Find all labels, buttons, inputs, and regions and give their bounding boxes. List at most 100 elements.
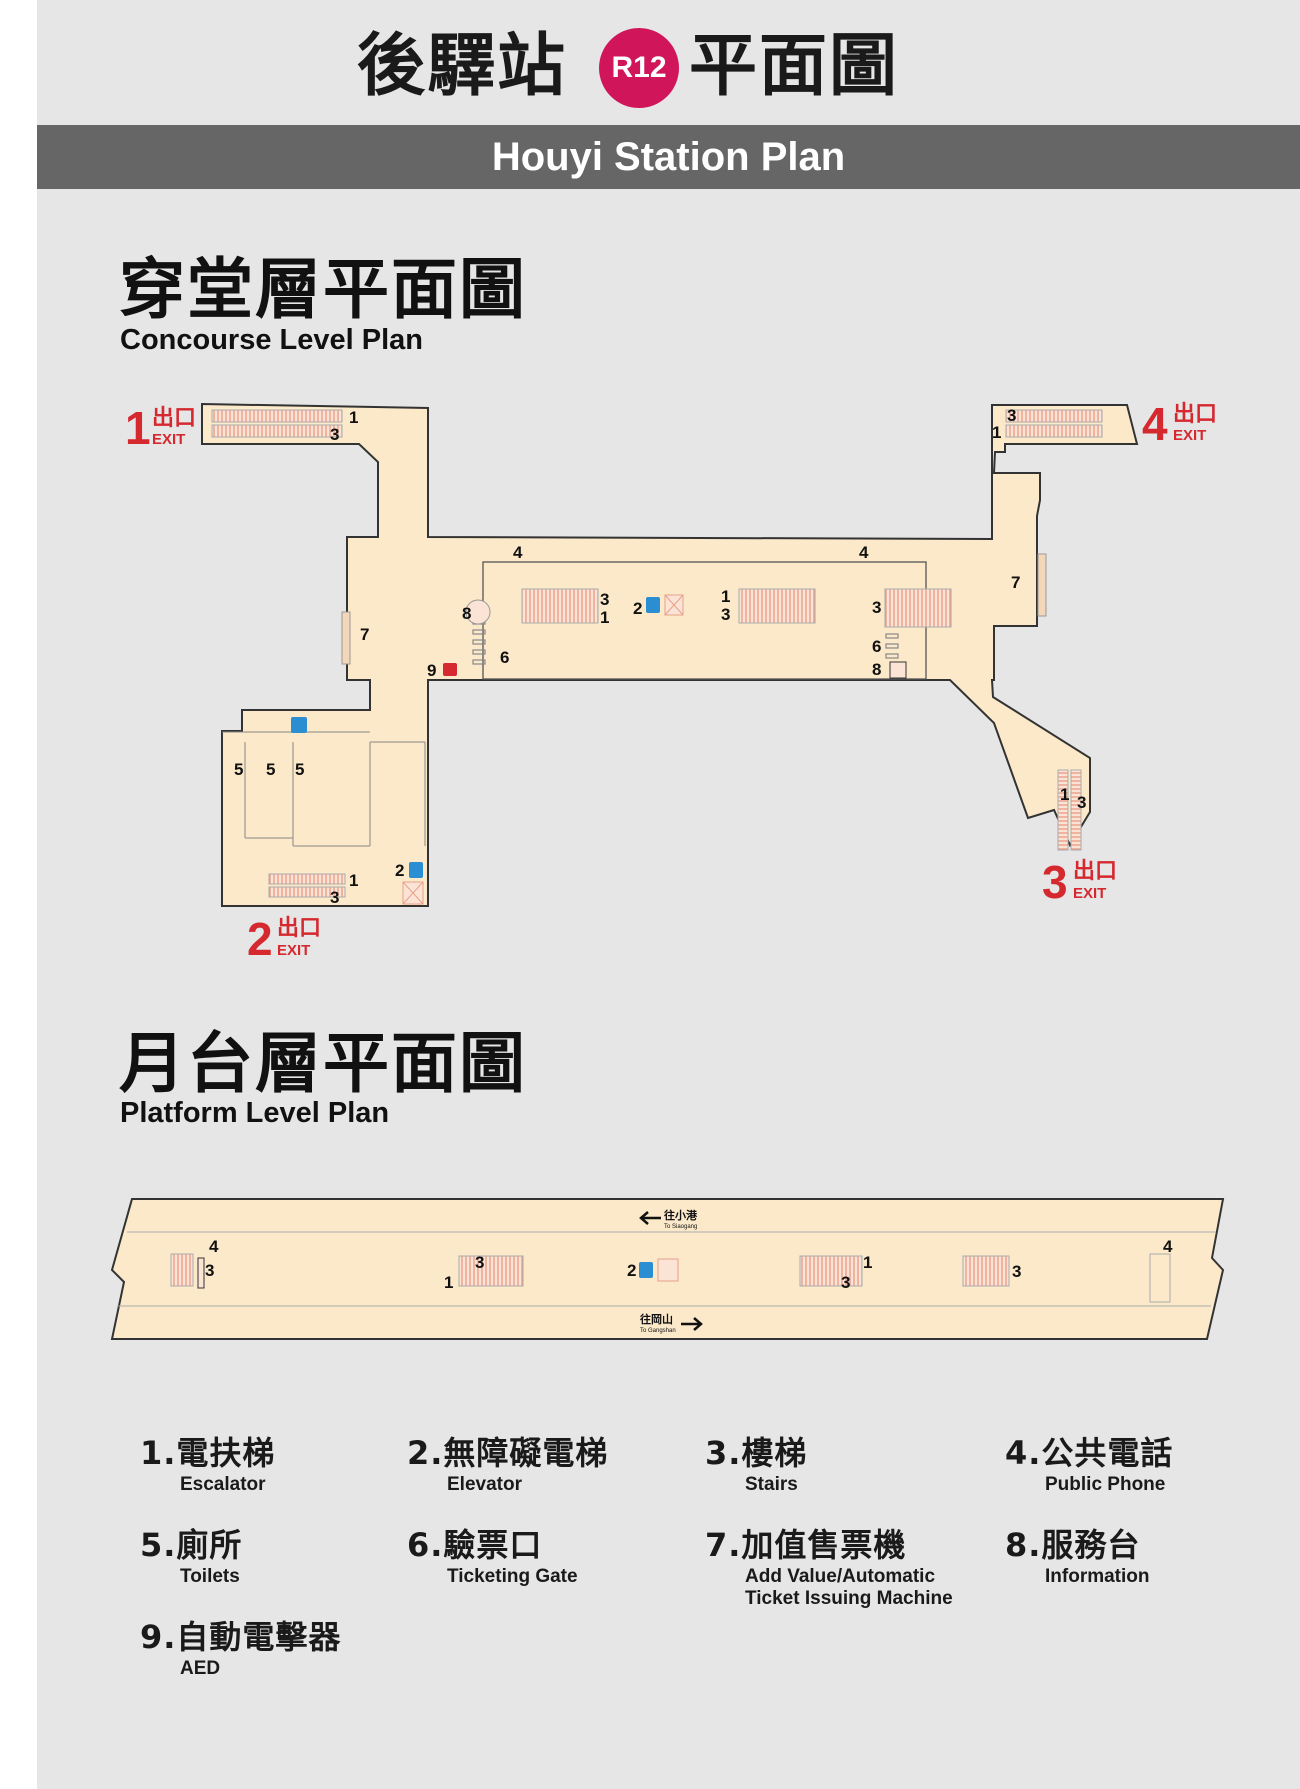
info-desk-right-icon (889, 661, 907, 679)
platform-title-en: Platform Level Plan (120, 1097, 390, 1129)
concourse-floor (201, 402, 1139, 907)
direction-upper-cn: 往小港 (664, 1208, 698, 1222)
exit3-number: 3 (1042, 856, 1068, 908)
legend-item-escalator: 1.電扶梯 Escalator (140, 1434, 276, 1495)
legend-item-ticketing-gate: 6.驗票口 Ticketing Gate (407, 1526, 578, 1587)
concourse-stairs-right (884, 588, 952, 628)
direction-upper: 往小港 To Siaogang (639, 1208, 698, 1230)
svg-text:7: 7 (1011, 573, 1020, 592)
exit4-escalator (1005, 424, 1103, 438)
station-name-cn: 後驛站 (357, 27, 568, 106)
svg-text:4: 4 (513, 543, 523, 562)
svg-text:2: 2 (627, 1261, 636, 1280)
svg-text:4: 4 (1163, 1237, 1173, 1256)
platform-phone-left (197, 1257, 205, 1289)
legend-item-ticket-machine: 7.加值售票機 Add Value/Automatic Ticket Issui… (705, 1526, 953, 1609)
svg-text:1: 1 (349, 871, 358, 890)
direction-upper-en: To Siaogang (664, 1224, 697, 1230)
station-code-badge: R12 (599, 28, 679, 108)
svg-text:1: 1 (1060, 785, 1069, 804)
exit2-label-en: EXIT (277, 942, 310, 959)
svg-text:9: 9 (427, 661, 436, 680)
svg-text:1: 1 (721, 587, 730, 606)
exit3-stairs (1070, 769, 1082, 851)
concourse-outline (201, 402, 1139, 907)
direction-lower-cn: 往岡山 (640, 1312, 673, 1326)
exit4-label-en: EXIT (1173, 427, 1206, 444)
exit1-escalator (211, 409, 343, 423)
legend-item-elevator: 2.無障礙電梯 Elevator (407, 1434, 609, 1495)
exit2-escalator (268, 873, 346, 885)
svg-text:1: 1 (444, 1273, 453, 1292)
legend-item-public-phone: 4.公共電話 Public Phone (1005, 1434, 1174, 1495)
svg-text:3: 3 (205, 1261, 214, 1280)
svg-text:8: 8 (872, 660, 881, 679)
concourse-title-en: Concourse Level Plan (120, 324, 423, 356)
svg-text:2: 2 (633, 599, 642, 618)
svg-text:8: 8 (462, 604, 471, 623)
svg-text:1: 1 (349, 408, 358, 427)
svg-text:7: 7 (360, 625, 369, 644)
platform-facility-numbers: 43 13 2 13 3 4 (205, 1237, 1173, 1292)
svg-text:3: 3 (1012, 1262, 1021, 1281)
svg-text:1: 1 (863, 1253, 872, 1272)
concourse-stairs-left (521, 588, 599, 624)
exit1-label-en: EXIT (152, 431, 185, 448)
legend-item-aed: 9.自動電擊器 AED (140, 1618, 342, 1679)
exit3-label-en: EXIT (1073, 885, 1106, 902)
svg-text:3: 3 (872, 598, 881, 617)
exit3-escalator (1057, 769, 1069, 851)
platform-title-cn: 月台層平面圖 (119, 1025, 527, 1102)
exit1-stairs (211, 424, 343, 438)
platform-escalator-left (458, 1255, 524, 1287)
elevator-concourse-exit2 (402, 862, 424, 905)
ticket-machine-left (341, 611, 351, 665)
exit1-number: 1 (125, 402, 151, 454)
svg-text:5: 5 (234, 760, 243, 779)
exit-markers: 1 出口 EXIT 4 出口 EXIT 2 出口 EXIT 3 出口 EXIT (125, 398, 1217, 965)
svg-text:6: 6 (500, 648, 509, 667)
platform-elevator (639, 1258, 679, 1282)
exit4-number: 4 (1142, 398, 1168, 450)
elevator-concourse-center (646, 594, 684, 616)
svg-text:4: 4 (209, 1237, 219, 1256)
toilet-sign-icon (291, 717, 307, 733)
info-desk-left-icon (465, 599, 491, 625)
svg-text:3: 3 (1007, 406, 1016, 425)
svg-text:3: 3 (721, 605, 730, 624)
title-row: 後驛站 R12 平面圖 (37, 22, 1300, 112)
svg-text:3: 3 (841, 1273, 850, 1292)
svg-text:3: 3 (1077, 793, 1086, 812)
english-title-banner: Houyi Station Plan (37, 125, 1300, 189)
platform-stairs-right (962, 1255, 1010, 1287)
legend-item-information: 8.服務台 Information (1005, 1526, 1150, 1587)
station-plan-poster: 後驛站 R12 平面圖 Houyi Station Plan 穿堂層平面圖 Co… (37, 0, 1300, 1789)
direction-lower-en: To Gangshan (640, 1328, 676, 1334)
svg-text:3: 3 (330, 888, 339, 907)
exit3-label-cn: 出口 (1073, 858, 1117, 883)
svg-text:3: 3 (600, 590, 609, 609)
concourse-stairs-center (738, 588, 816, 624)
exit4-label-cn: 出口 (1173, 401, 1217, 426)
exit2-number: 2 (247, 913, 273, 965)
exit2-label-cn: 出口 (277, 915, 321, 940)
plan-title-cn: 平面圖 (689, 27, 900, 106)
exit4-stairs (1005, 409, 1103, 423)
platform-escalator-center (799, 1255, 863, 1287)
direction-lower: 往岡山 To Gangshan (640, 1312, 703, 1334)
svg-text:5: 5 (266, 760, 275, 779)
platform-stairs-left (170, 1253, 194, 1287)
svg-text:3: 3 (330, 425, 339, 444)
platform-phone-right (1149, 1253, 1171, 1303)
svg-text:6: 6 (872, 637, 881, 656)
svg-text:1: 1 (992, 423, 1001, 442)
svg-text:3: 3 (475, 1253, 484, 1272)
aed-icon (443, 663, 457, 676)
svg-text:4: 4 (859, 543, 869, 562)
legend-item-stairs: 3.樓梯 Stairs (705, 1434, 808, 1495)
svg-text:1: 1 (600, 608, 609, 627)
concourse-title-cn: 穿堂層平面圖 (119, 251, 527, 328)
svg-text:5: 5 (295, 760, 304, 779)
